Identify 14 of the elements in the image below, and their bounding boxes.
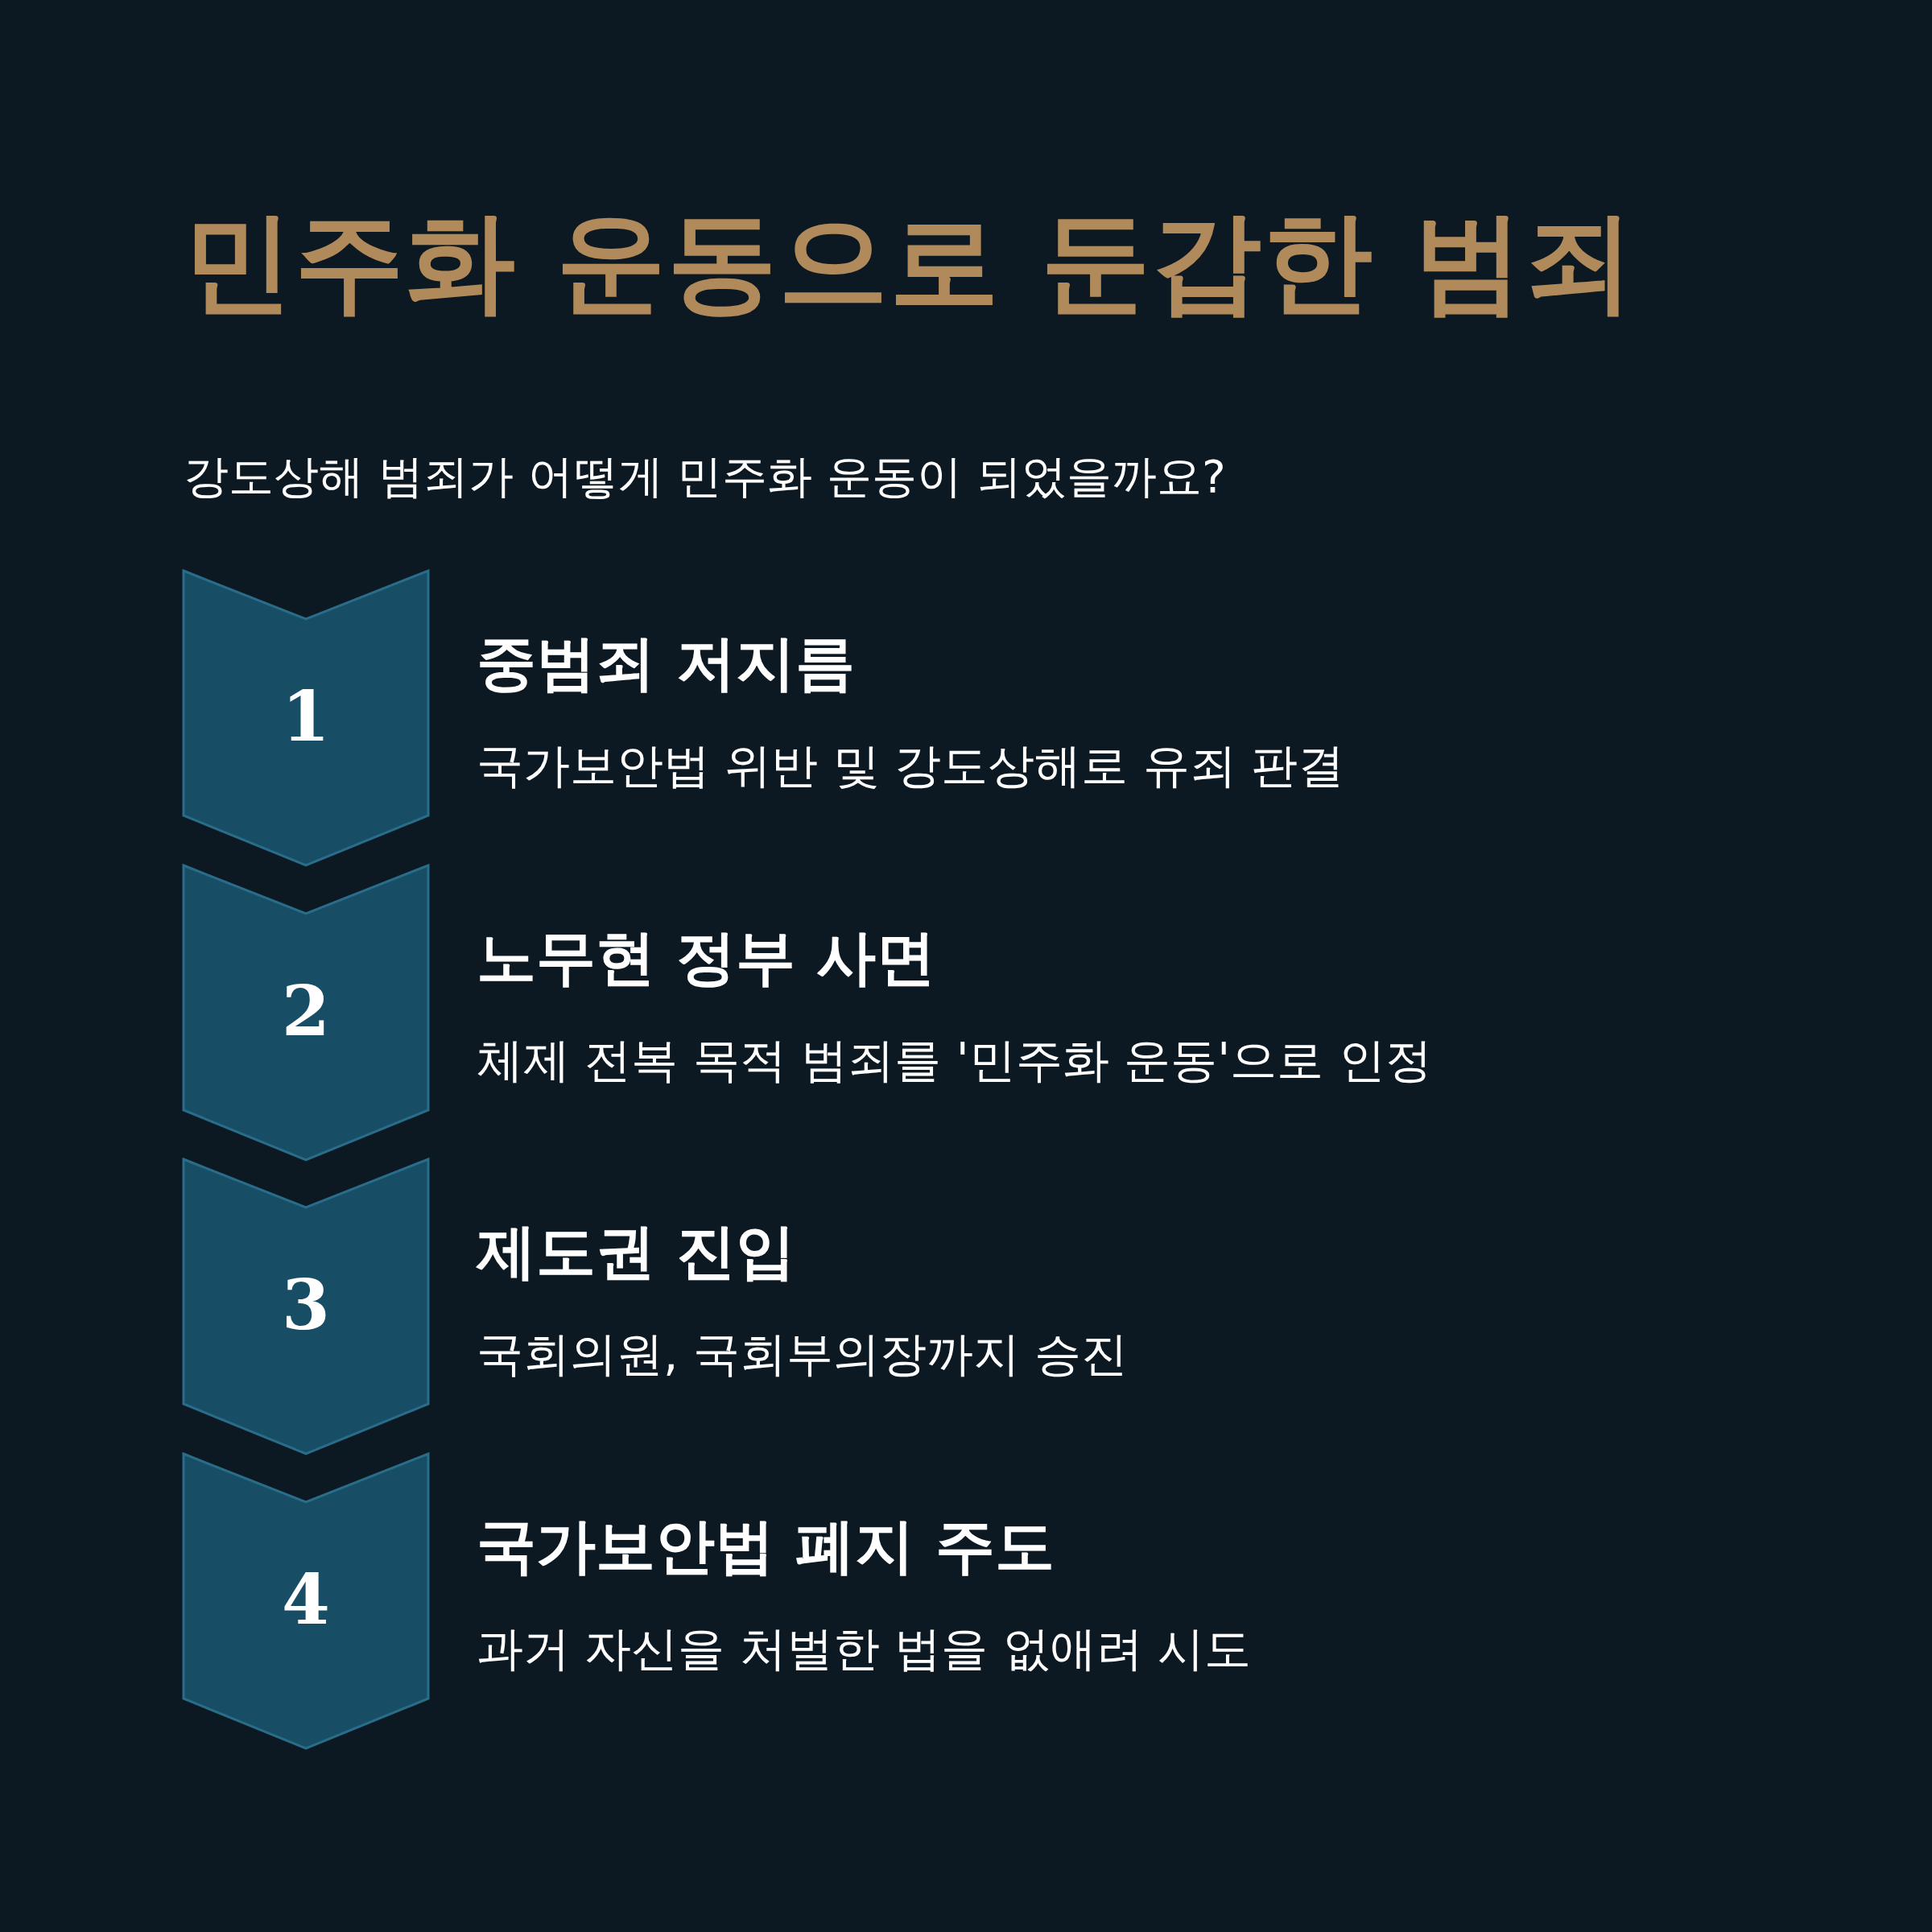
step-number: 4 [282,1565,330,1634]
step-heading: 중범죄 저지름 [477,627,855,699]
step-heading: 국가보안법 폐지 주도 [477,1510,1055,1582]
step-heading: 노무현 정부 사면 [477,922,935,993]
step-description: 국회의원, 국회부의장까지 승진 [477,1327,1129,1383]
step-number: 1 [282,682,330,751]
subtitle-text: 강도상해 범죄가 어떻게 민주화 운동이 되었을까요? [184,449,1226,504]
step-number: 3 [282,1270,330,1340]
step-description: 체제 전복 목적 범죄를 '민주화 운동'으로 인정 [477,1033,1432,1089]
title-heading: 민주화 운동으로 둔갑한 범죄 [184,197,1637,327]
step-description: 과거 자신을 처벌한 법을 없애려 시도 [477,1621,1252,1678]
step-description: 국가보안법 위반 및 강도상해로 유죄 판결 [477,738,1345,795]
step-number: 2 [282,976,330,1046]
step-heading: 제도권 진입 [477,1216,795,1287]
